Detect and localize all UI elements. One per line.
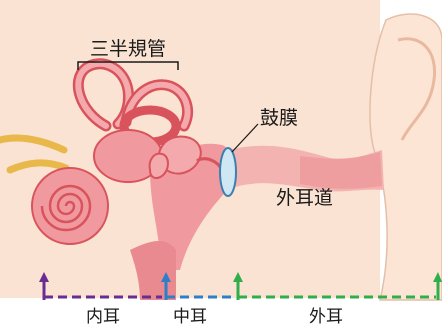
ear-canal-label: 外耳道 bbox=[276, 187, 333, 209]
cochlea bbox=[32, 168, 108, 244]
eardrum bbox=[220, 148, 236, 196]
eardrum-label: 鼓膜 bbox=[260, 107, 298, 129]
region-inner-ear-label: 内耳 bbox=[86, 307, 120, 327]
semicircular-canals-label: 三半規管 bbox=[90, 38, 166, 60]
region-outer-ear-label: 外耳 bbox=[309, 307, 343, 327]
ossicle-stirrup bbox=[150, 154, 168, 178]
region-middle-ear-label: 中耳 bbox=[173, 307, 207, 327]
